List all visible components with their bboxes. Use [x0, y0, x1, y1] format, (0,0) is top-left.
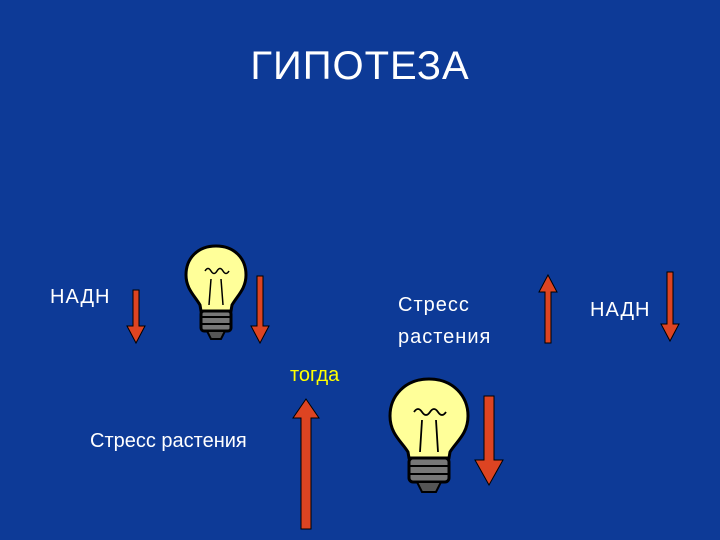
arrow-down-icon	[660, 271, 680, 343]
stress-label-right-line1: Стресс	[398, 294, 470, 316]
arrow-down-icon	[474, 395, 504, 487]
arrow-down-icon	[250, 275, 270, 345]
nadh-label-left: НАДН	[50, 286, 111, 308]
arrow-up-icon	[538, 273, 558, 344]
slide-title: ГИПОТЕЗА	[250, 44, 470, 88]
arrow-up-icon	[292, 398, 320, 530]
stress-label-bottom: Стресс растения	[90, 430, 247, 452]
nadh-label-right: НАДН	[590, 299, 651, 321]
light-bulb-icon	[388, 377, 470, 493]
arrow-down-icon	[126, 289, 146, 345]
light-bulb-icon	[184, 244, 248, 340]
stress-label-right-line2: растения	[398, 326, 492, 348]
then-label: тогда	[290, 364, 340, 386]
